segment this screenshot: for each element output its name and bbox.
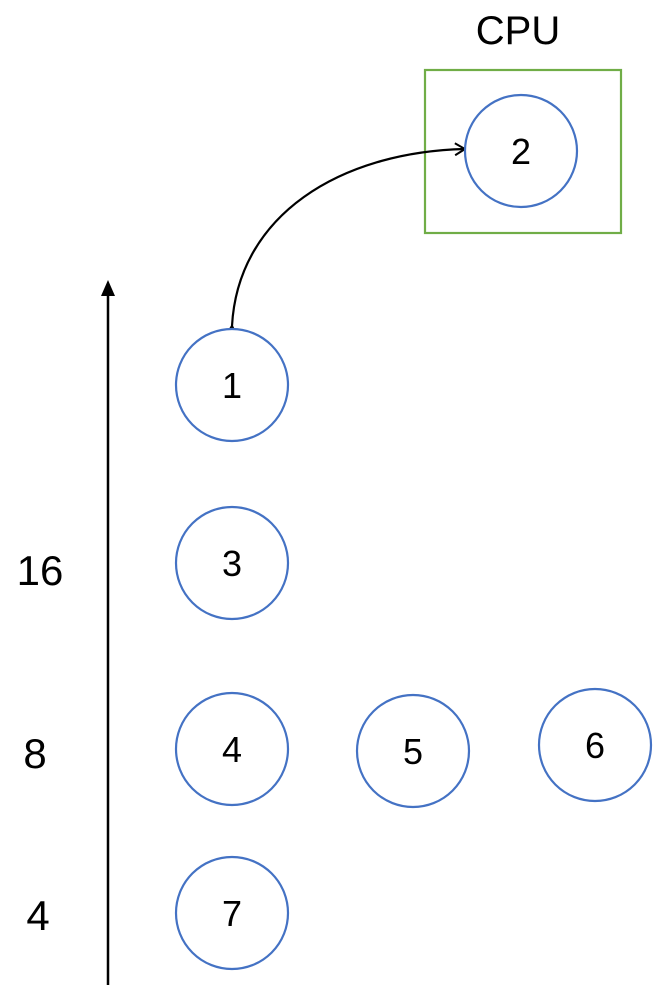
process-node-2-label: 2 bbox=[511, 131, 531, 172]
process-node-5: 5 bbox=[355, 693, 471, 809]
process-node-7: 7 bbox=[174, 855, 290, 971]
process-node-4: 4 bbox=[174, 691, 290, 807]
process-node-7-label: 7 bbox=[222, 893, 242, 934]
process-node-3-label: 3 bbox=[222, 543, 242, 584]
process-node-6: 6 bbox=[537, 687, 653, 803]
process-node-2: 2 bbox=[463, 93, 579, 209]
level-label-4: 4 bbox=[26, 892, 49, 939]
level-label-16: 16 bbox=[17, 547, 64, 594]
process-node-5-label: 5 bbox=[403, 731, 423, 772]
process-node-4-label: 4 bbox=[222, 729, 242, 770]
process-node-1-label: 1 bbox=[222, 365, 242, 406]
cpu-label: CPU bbox=[476, 9, 560, 53]
process-node-3: 3 bbox=[174, 505, 290, 621]
context-switch-arrow bbox=[224, 142, 467, 337]
process-node-6-label: 6 bbox=[585, 725, 605, 766]
process-node-1: 1 bbox=[174, 327, 290, 443]
level-label-8: 8 bbox=[23, 730, 46, 777]
